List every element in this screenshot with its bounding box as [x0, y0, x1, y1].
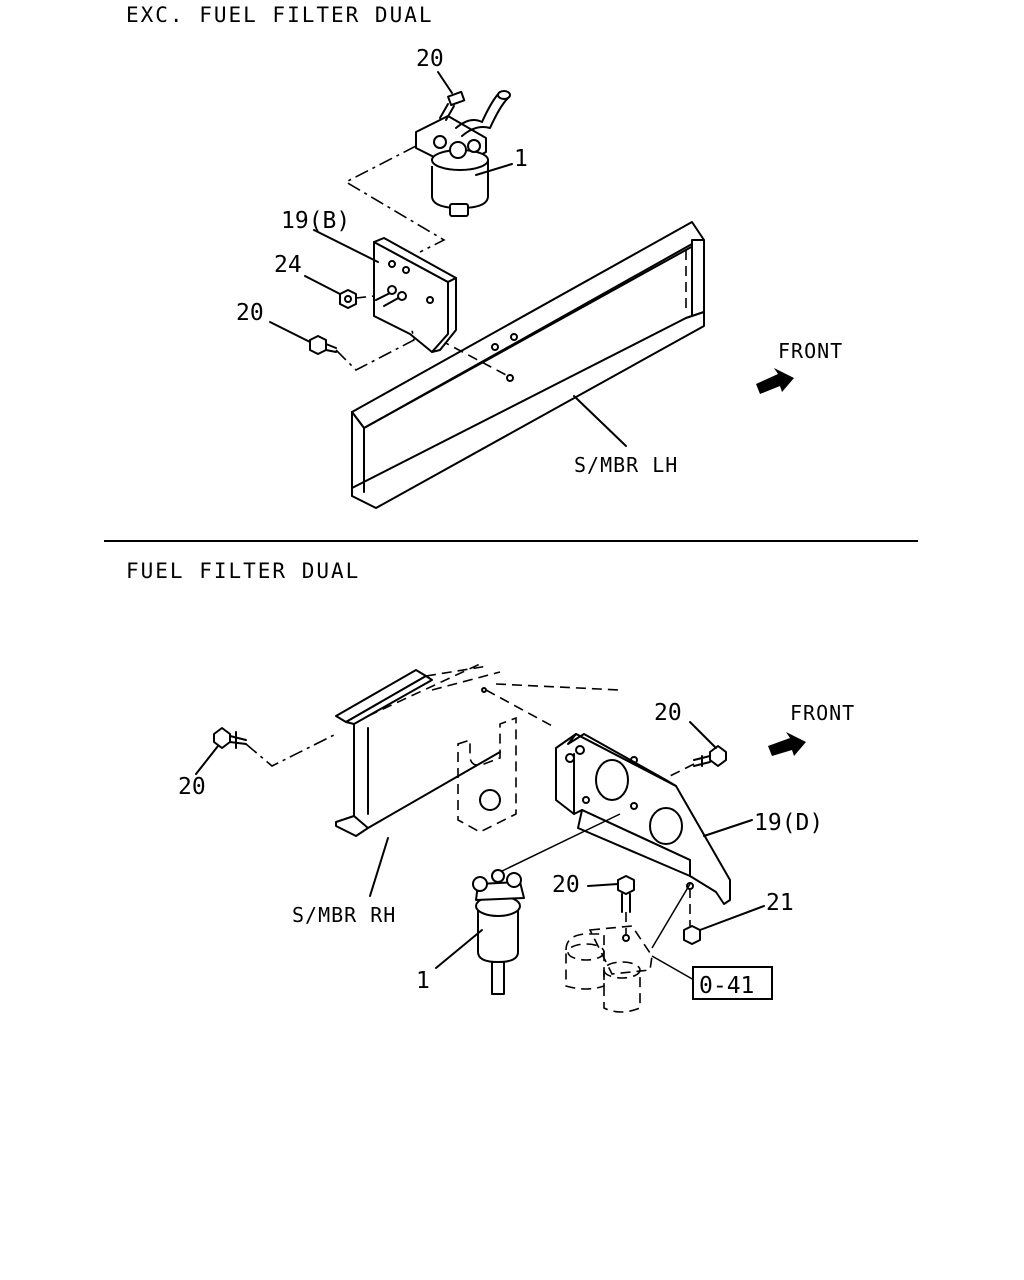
callout-filter-top: 1	[514, 146, 528, 172]
frame-label-rh: S/MBR RH	[292, 903, 396, 927]
side-member-rh	[335, 663, 621, 837]
callout-bolt-side-top: 20	[236, 300, 264, 326]
bolt-right: 20	[654, 700, 727, 777]
dual-filter-assembly	[565, 883, 695, 1013]
bolt-lower: 20	[552, 872, 635, 934]
callout-bolt-right: 20	[654, 700, 682, 726]
bolt-top: 20	[416, 46, 466, 121]
bracket-19d: 19(D)	[555, 733, 823, 905]
nut-21: 21	[683, 888, 794, 945]
callout-nut-24: 24	[274, 252, 302, 278]
front-label-bottom: FRONT	[790, 701, 855, 725]
front-label-top: FRONT	[778, 339, 843, 363]
callout-nut-21: 21	[766, 890, 794, 916]
fuel-filter-bottom: 1	[416, 813, 621, 995]
bracket-19b: 19(B)	[281, 208, 457, 353]
bolt-side-top: 20	[236, 300, 415, 371]
top-section: EXC. FUEL FILTER DUAL	[126, 3, 843, 509]
callout-bolt-lower: 20	[552, 872, 580, 898]
side-member-lh	[351, 221, 705, 509]
fuel-filter-single	[415, 90, 511, 217]
callout-bolt-top: 20	[416, 46, 444, 72]
callout-bracket-19b: 19(B)	[281, 208, 350, 234]
callout-bolt-left: 20	[178, 774, 206, 800]
top-section-title: EXC. FUEL FILTER DUAL	[126, 3, 434, 27]
callout-bracket-19d: 19(D)	[754, 810, 823, 836]
front-arrow-icon	[756, 368, 794, 394]
bottom-section-title: FUEL FILTER DUAL	[126, 559, 360, 583]
bottom-section: FUEL FILTER DUAL 20	[126, 559, 855, 1013]
frame-label-lh: S/MBR LH	[574, 453, 678, 477]
reference-label: 0-41	[699, 973, 754, 999]
reference-box-0-41[interactable]: 0-41	[692, 966, 773, 1000]
nut-24: 24	[274, 252, 375, 309]
callout-filter-bottom: 1	[416, 968, 430, 994]
front-arrow-icon-bottom	[768, 732, 806, 756]
bolt-left: 20	[178, 727, 337, 800]
